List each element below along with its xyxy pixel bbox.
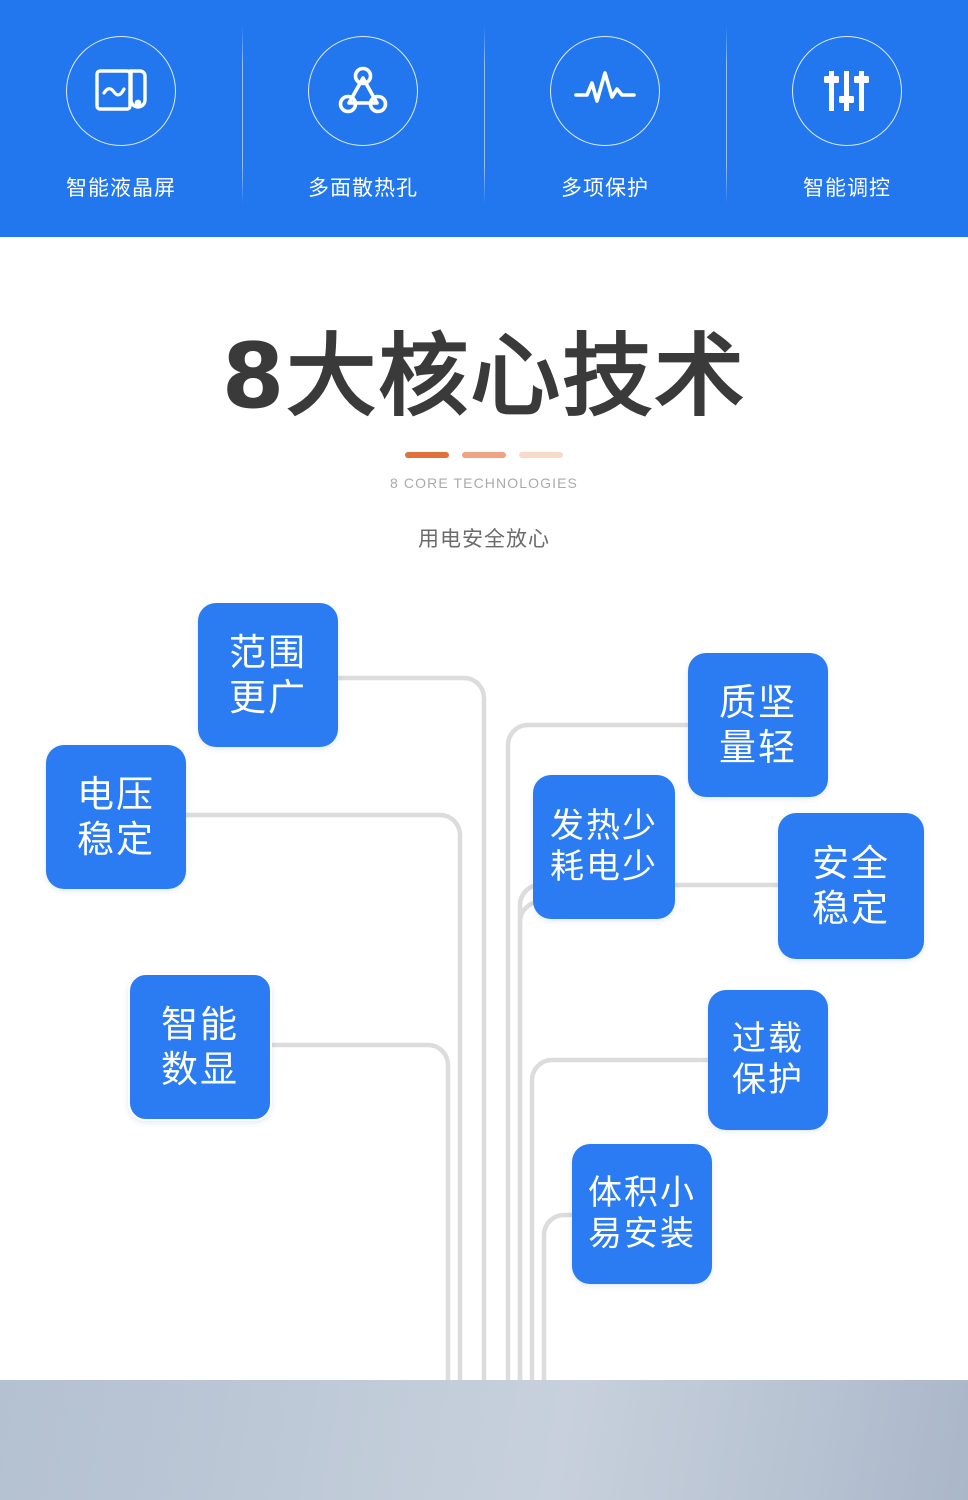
node-line-1: 质坚 — [719, 681, 797, 723]
node-line-2: 稳定 — [812, 888, 890, 929]
pulse-waveform-icon — [574, 70, 636, 103]
node-line-1: 过载 — [732, 1019, 804, 1058]
technology-tree-diagram: 范围 更广 电压 稳定 智能 数显 质坚 量轻 发热少 耗电少 安全 稳定 过载… — [0, 590, 968, 1390]
tree-node-display[interactable]: 智能 数显 — [128, 973, 272, 1121]
connector-overload — [529, 1057, 711, 1390]
triangle-nodes-vent-icon — [338, 66, 388, 113]
tree-node-range[interactable]: 范围 更广 — [198, 603, 338, 747]
node-line-1: 电压 — [77, 773, 155, 815]
lcd-screen-scroll-icon — [95, 68, 147, 111]
feature-item-lcd[interactable]: 智能液晶屏 — [0, 0, 242, 237]
title-divider — [405, 452, 563, 458]
divider-dash-1 — [405, 452, 449, 458]
tree-node-overload[interactable]: 过载 保护 — [708, 990, 828, 1130]
connector-strength — [505, 722, 691, 1390]
tree-node-compact[interactable]: 体积小 易安装 — [572, 1144, 712, 1284]
connector-safe — [517, 882, 781, 1390]
feature-item-vent[interactable]: 多面散热孔 — [242, 0, 484, 237]
divider-dash-2 — [462, 452, 506, 458]
node-line-2: 稳定 — [77, 819, 155, 860]
node-line-2: 更广 — [229, 677, 307, 718]
node-line-2: 保护 — [732, 1061, 804, 1099]
node-line-2: 耗电少 — [550, 848, 658, 886]
feature-item-protection[interactable]: 多项保护 — [484, 0, 726, 237]
node-line-2: 量轻 — [719, 727, 797, 768]
feature-icon-circle — [550, 35, 660, 146]
feature-icon-circle — [308, 35, 418, 146]
feature-label: 多项保护 — [561, 176, 649, 200]
connector-voltage — [183, 812, 463, 1390]
feature-label: 智能液晶屏 — [66, 176, 176, 200]
connector-range — [335, 675, 487, 1390]
feature-label: 智能调控 — [803, 176, 891, 200]
divider-dash-3 — [519, 452, 563, 458]
bottom-product-band — [0, 1380, 968, 1500]
feature-header-bar: 智能液晶屏 多面散热孔 多项保护 — [0, 0, 968, 237]
page-tagline: 用电安全放心 — [418, 528, 550, 551]
page-subtitle: 8 CORE TECHNOLOGIES — [390, 475, 578, 491]
tree-node-strength[interactable]: 质坚 量轻 — [688, 653, 828, 797]
tree-node-safe[interactable]: 安全 稳定 — [778, 813, 924, 959]
feature-item-control[interactable]: 智能调控 — [726, 0, 968, 237]
connector-compact — [541, 1212, 575, 1390]
feature-label: 多面散热孔 — [308, 176, 418, 200]
node-line-1: 智能 — [161, 1003, 239, 1045]
node-line-2: 易安装 — [588, 1215, 696, 1253]
node-line-1: 安全 — [812, 842, 890, 884]
tree-node-lowheat[interactable]: 发热少 耗电少 — [533, 775, 675, 919]
node-line-1: 范围 — [229, 631, 307, 673]
slider-controls-icon — [824, 70, 869, 111]
feature-icon-circle — [792, 35, 902, 146]
page-title: 8大核心技术 — [221, 324, 747, 429]
node-line-1: 发热少 — [550, 806, 658, 845]
title-block: 8大核心技术 8 CORE TECHNOLOGIES 用电安全放心 — [0, 237, 968, 553]
connector-display — [265, 1042, 451, 1390]
tree-node-voltage[interactable]: 电压 稳定 — [46, 745, 186, 889]
node-line-2: 数显 — [161, 1049, 239, 1090]
node-line-1: 体积小 — [588, 1173, 696, 1212]
feature-icon-circle — [66, 35, 176, 146]
